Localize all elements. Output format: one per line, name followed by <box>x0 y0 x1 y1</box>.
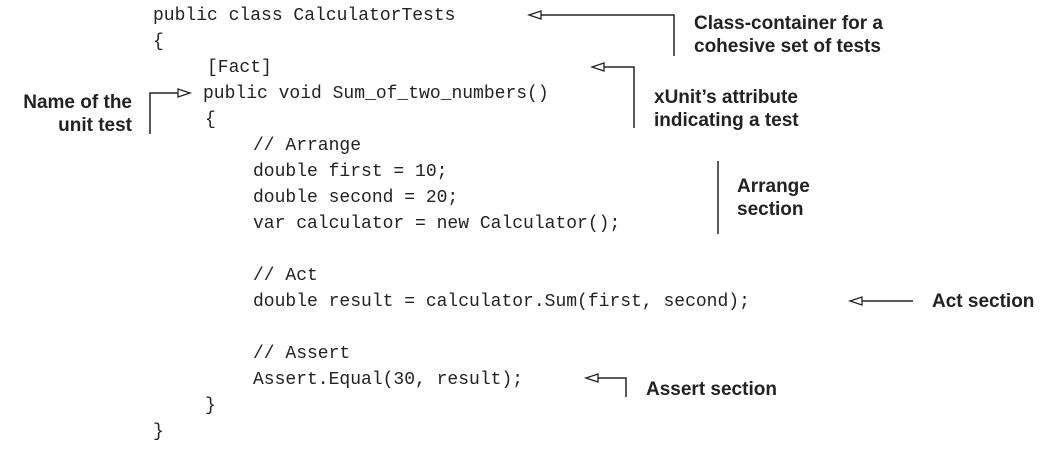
fact-attribute-arrowhead-icon <box>589 62 605 72</box>
annotation-fact-attribute-line-1: xUnit’s attribute <box>654 87 798 108</box>
annotation-arrange-line-2: section <box>737 199 804 220</box>
annotation-test-name-line-1: Name of the <box>23 92 132 113</box>
annotation-fact-attribute: xUnit’s attribute indicating a test <box>654 86 799 132</box>
assert-arrowhead-icon <box>583 373 599 383</box>
code-line-act-statement: double result = calculator.Sum(first, se… <box>253 292 750 312</box>
code-line-method-signature: public void Sum_of_two_numbers() <box>203 84 549 104</box>
annotation-assert-section: Assert section <box>646 379 777 400</box>
test-name-arrowhead-icon <box>177 88 193 98</box>
code-line-class-close-brace: } <box>153 422 164 442</box>
annotation-class-container-line-1: Class-container for a <box>694 13 883 34</box>
code-line-method-close-brace: } <box>205 396 216 416</box>
annotation-arrange-line-1: Arrange <box>737 176 810 197</box>
code-line-class-open-brace: { <box>153 32 164 52</box>
annotation-act-section: Act section <box>932 291 1035 312</box>
assert-leader-line <box>598 377 627 397</box>
annotation-test-name-line-2: unit test <box>58 115 132 136</box>
code-line-act-comment: // Act <box>253 266 318 286</box>
code-line-fact-attribute: [Fact] <box>207 58 272 78</box>
code-line-method-open-brace: { <box>205 110 216 130</box>
annotation-fact-attribute-line-2: indicating a test <box>654 110 799 131</box>
act-arrowhead-icon <box>847 296 863 306</box>
code-line-assert-comment: // Assert <box>253 344 351 364</box>
code-line-assert-statement: Assert.Equal(30, result); <box>253 370 524 390</box>
code-line-arrange-comment: // Arrange <box>253 136 362 156</box>
fact-attribute-leader-line <box>604 66 635 128</box>
test-name-leader-line <box>149 92 178 134</box>
code-line-first-declaration: double first = 10; <box>253 162 448 182</box>
annotation-class-container: Class-container for a cohesive set of te… <box>694 12 883 58</box>
code-line-second-declaration: double second = 20; <box>253 188 459 208</box>
annotation-test-name: Name of the unit test <box>8 91 132 137</box>
class-container-leader-line <box>541 14 675 56</box>
code-line-calculator-declaration: var calculator = new Calculator(); <box>253 214 621 234</box>
annotation-class-container-line-2: cohesive set of tests <box>694 36 881 57</box>
code-line-class-declaration: public class CalculatorTests <box>153 6 456 26</box>
annotation-arrange-section: Arrange section <box>737 175 810 221</box>
class-container-arrowhead-icon <box>526 10 542 20</box>
